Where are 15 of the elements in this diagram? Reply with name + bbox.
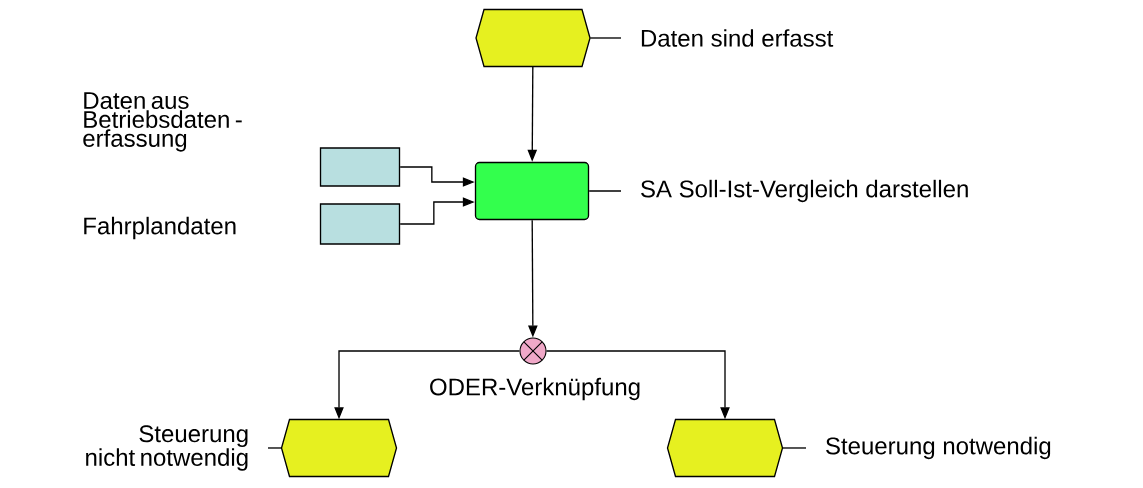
caption-text: ODER-Verknüpfung xyxy=(430,377,640,401)
label-text: Daten sind erfasst xyxy=(641,29,834,47)
label-text: SA Soll-Ist-Vergleich darstellen xyxy=(641,179,968,203)
caption-text: Fahrplandaten xyxy=(84,216,236,240)
event-hexagon xyxy=(475,8,591,68)
leader-line xyxy=(589,37,622,39)
label-text: Steuerung nicht notwendig xyxy=(86,425,248,471)
function-box xyxy=(474,161,590,221)
event-hexagon xyxy=(280,418,398,478)
label-text: Steuerung notwendig xyxy=(826,436,1051,460)
caption-text: Daten aus Betriebsdaten -erfassung xyxy=(83,92,242,152)
event-hexagon xyxy=(666,418,784,478)
leader-line xyxy=(588,190,622,192)
leader-line xyxy=(782,447,807,449)
leader-line xyxy=(267,447,282,449)
